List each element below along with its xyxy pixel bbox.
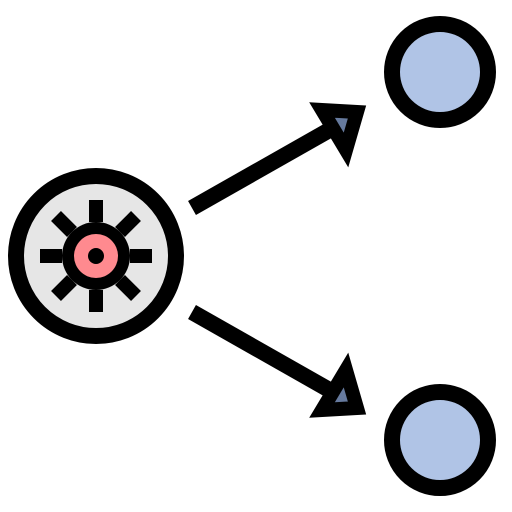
arrow-up-right [188,102,367,215]
target-node-bottom [384,384,496,496]
gear-hole [88,248,104,264]
arrow-up-head [309,102,367,168]
gear-icon [40,200,152,312]
target-node-top [384,16,496,128]
hub-node [8,168,184,344]
arrow-down-shaft [188,305,344,403]
arrow-up-shaft [188,117,344,215]
arrow-down-head [309,352,367,418]
arrow-down-right [188,305,367,418]
